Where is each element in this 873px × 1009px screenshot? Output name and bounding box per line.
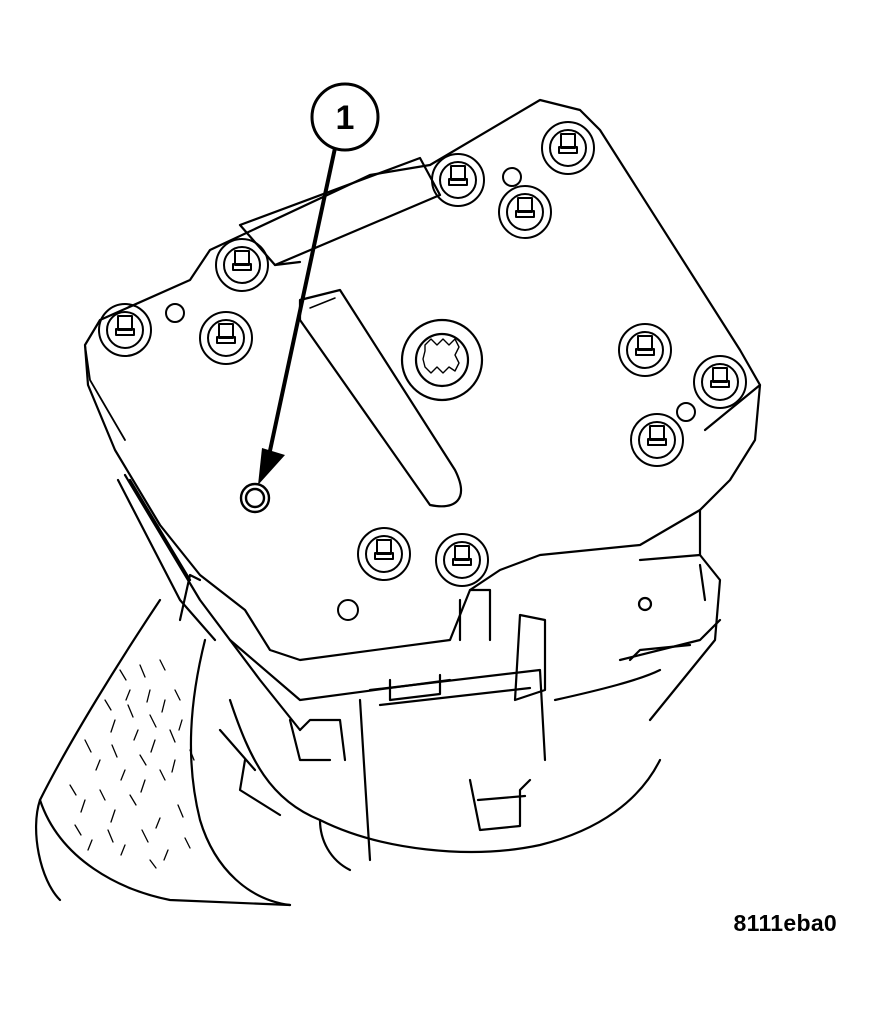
callout-bubble: 1 — [310, 82, 380, 152]
spline-socket — [400, 318, 484, 402]
mounting-studs — [98, 121, 747, 587]
figure-id-label: 8111eba0 — [733, 910, 837, 936]
lower-housing — [116, 473, 722, 872]
valve-block — [83, 98, 762, 702]
bleed-port-plug — [239, 482, 271, 514]
wiring-harness — [34, 598, 292, 907]
ports — [165, 167, 696, 621]
callout-leader-arrow — [258, 147, 337, 485]
callout-number: 1 — [336, 99, 355, 137]
